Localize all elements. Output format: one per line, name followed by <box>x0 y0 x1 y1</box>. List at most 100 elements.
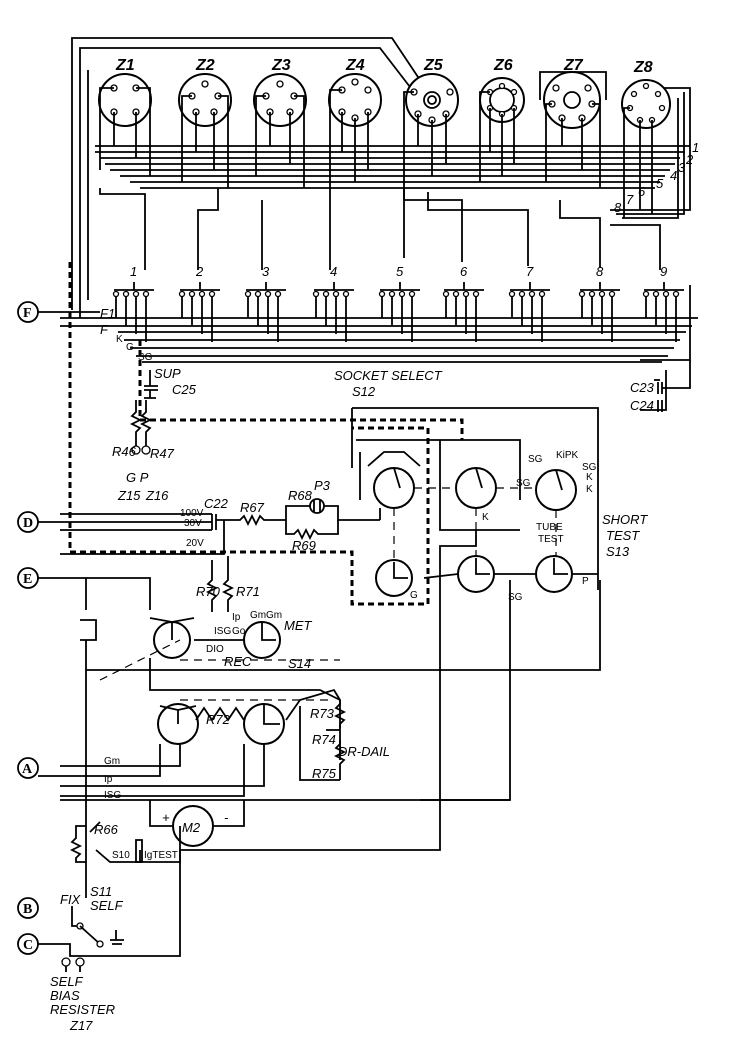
section-d-wires <box>60 505 381 555</box>
f-label: F <box>100 322 109 337</box>
selector-contact <box>378 290 386 298</box>
selector-contact <box>588 290 596 298</box>
selector-contact <box>518 290 526 298</box>
short-label: SHORT <box>602 512 648 527</box>
selector-contact <box>442 290 450 298</box>
s11-label: S11 <box>90 884 112 899</box>
selector-contact <box>244 290 252 298</box>
bias-label: BIAS <box>50 988 80 1003</box>
z17-label: Z17 <box>69 1018 93 1033</box>
selector-contact <box>264 290 272 298</box>
s10-label: S10 <box>112 850 130 861</box>
sup-label: SUP <box>154 366 181 381</box>
selector-position-label: 7 <box>526 264 534 279</box>
test-label: TEST <box>606 528 640 543</box>
socket-bus-lines <box>95 87 691 219</box>
selector-contact <box>332 290 340 298</box>
socket-label: Z6 <box>493 57 513 74</box>
selector-contact <box>198 290 206 298</box>
p3-label: P3 <box>314 478 331 493</box>
r75-label: R75 <box>312 766 337 781</box>
sg-label: SG <box>582 462 597 473</box>
selector-position-5: 5 <box>378 264 420 342</box>
r74-label: R74 <box>312 732 336 747</box>
bus-number: 6 <box>638 184 646 199</box>
r67-label: R67 <box>240 500 265 515</box>
selector-position-1: 1 <box>112 264 154 342</box>
c22-label: C22 <box>204 496 229 511</box>
m2-label: M2 <box>182 820 201 835</box>
section-a-wires <box>60 744 510 827</box>
rotary-switch <box>455 467 497 509</box>
selector-contact <box>312 290 320 298</box>
selector-position-4: 4 <box>312 264 354 342</box>
selector-position-label: 2 <box>195 264 204 279</box>
lamp-p3 <box>309 498 325 514</box>
k-label: K <box>482 512 489 523</box>
selector-contact <box>652 290 660 298</box>
selector-position-label: 9 <box>660 264 667 279</box>
socket-z3 <box>253 73 307 188</box>
selector-bus-lines <box>60 285 698 411</box>
socket-label: Z1 <box>115 57 135 74</box>
selector-contact <box>672 290 680 298</box>
selector-contact <box>408 290 416 298</box>
socket-labels: Z1 Z2 Z3 Z4 Z5 Z6 Z7 Z8 <box>115 57 653 76</box>
sg-label: SG <box>508 592 523 603</box>
meter-m2 <box>172 805 214 847</box>
selector-contact <box>388 290 396 298</box>
selector-contact <box>598 290 606 298</box>
top-loop-wires <box>71 37 431 318</box>
bus-number: 3 <box>678 160 686 175</box>
go-label: Go <box>232 626 246 637</box>
g-label: G <box>410 590 418 601</box>
self-label: SELF <box>90 898 124 913</box>
selector-contact <box>188 290 196 298</box>
selector-position-2: 2 <box>178 264 220 342</box>
selector-contact <box>274 290 282 298</box>
selector-contact <box>528 290 536 298</box>
gp-label: G P <box>126 470 149 485</box>
test-label: TEST <box>538 534 564 545</box>
selector-contact <box>508 290 516 298</box>
bus-number: 4 <box>670 168 677 183</box>
f1-label: F1 <box>100 306 115 321</box>
20v-label: 20V <box>186 538 204 549</box>
r47-label: R47 <box>150 446 175 461</box>
z15-label: Z15 <box>117 488 141 503</box>
met-label: MET <box>284 618 313 633</box>
selector-position-8: 8 <box>578 264 620 342</box>
selector-position-6: 6 <box>442 264 484 342</box>
port-label-d: D <box>23 516 33 531</box>
r46-label: R46 <box>112 444 137 459</box>
p-label: P <box>582 576 589 587</box>
socket-z6 <box>479 77 525 182</box>
socket-z8 <box>621 79 671 218</box>
isg-label: ISG <box>214 626 231 637</box>
selector-position-label: 4 <box>330 264 337 279</box>
socket-select-label: SOCKET SELECT <box>334 368 443 383</box>
selector-contact <box>452 290 460 298</box>
s12-label: S12 <box>352 384 376 399</box>
selector-drop-lines <box>99 188 661 270</box>
r66-label: R66 <box>94 822 119 837</box>
selector-contact <box>254 290 262 298</box>
c24-label: C24 <box>630 398 654 413</box>
port-label-b: B <box>23 902 32 917</box>
rotary-switch <box>367 451 421 509</box>
k-label: K <box>586 472 593 483</box>
s13-label: S13 <box>606 544 630 559</box>
fix-label: FIX <box>60 892 82 907</box>
bus-numbers: 1 2 3 4 5 6 7 8 <box>614 140 699 215</box>
ip-label: Ip <box>104 774 113 785</box>
z16-label: Z16 <box>145 488 169 503</box>
port-label-f: F <box>23 306 32 321</box>
bus-number: 2 <box>685 152 694 167</box>
selector-position-7: 7 <box>508 264 550 342</box>
socket-z7 <box>539 71 607 188</box>
selector-position-label: 8 <box>596 264 604 279</box>
isg-label: ISG <box>104 790 121 801</box>
30v-label: 30V <box>184 518 202 529</box>
section-e-meter-select <box>60 556 601 760</box>
